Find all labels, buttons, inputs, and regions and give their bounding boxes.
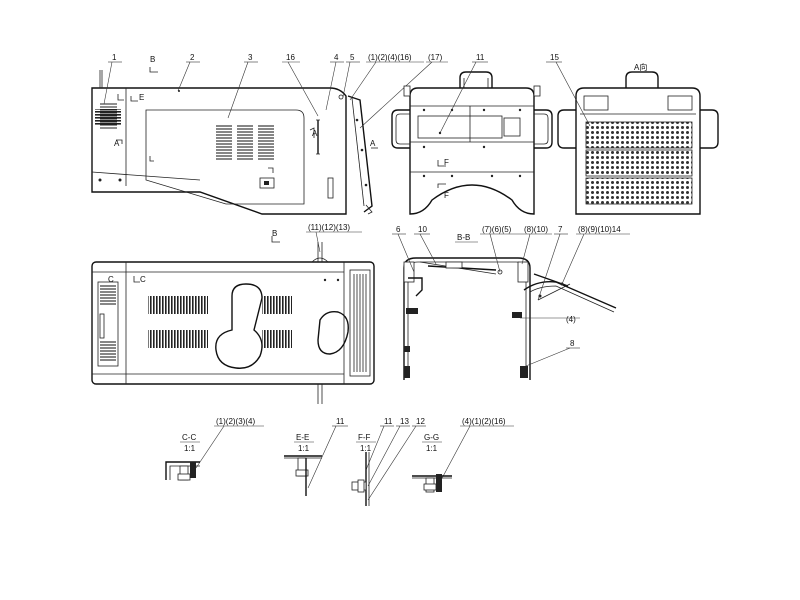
callout-13: 13: [400, 417, 409, 426]
callout-4-paren: (4): [566, 315, 576, 324]
callout-11-ee: 11: [336, 417, 345, 426]
section-gg-name: G-G: [424, 433, 439, 442]
marker-f-top: F: [444, 158, 449, 167]
section-cc-name: C-C: [182, 433, 196, 442]
marker-a-mid: A: [312, 129, 318, 138]
marker-b-plan: B: [272, 229, 277, 238]
detail-ff: F-F 1:1 11 13 12: [351, 417, 426, 506]
callout-1: 1: [112, 53, 117, 62]
callout-6: 6: [396, 225, 401, 234]
front-view: F F: [391, 71, 553, 215]
plan-view: [91, 236, 375, 404]
callout-4: 4: [334, 53, 339, 62]
rear-view-labels: 15 A向: [546, 53, 652, 127]
callout-8-9-10-14: (8)(9)(10)14: [578, 225, 621, 234]
marker-c-right: C: [140, 275, 146, 284]
section-ff-name: F-F: [358, 433, 371, 442]
side-view: [91, 67, 378, 215]
callout-7-6-5: (7)(6)(5): [482, 225, 512, 234]
callout-17: (17): [428, 53, 443, 62]
marker-a-arrow: A: [370, 139, 376, 148]
callout-4-1-2-16: (4)(1)(2)(16): [462, 417, 506, 426]
section-ff-scale: 1:1: [360, 444, 372, 453]
callout-7: 7: [558, 225, 563, 234]
section-ee-name: E-E: [296, 433, 309, 442]
callout-2: 2: [190, 53, 195, 62]
plan-view-labels: B C C (11)(12)(13): [108, 223, 362, 284]
rear-view-a: [557, 71, 719, 215]
marker-c-left: C: [108, 275, 114, 284]
callout-10: 10: [418, 225, 427, 234]
marker-b-top: B: [150, 55, 155, 64]
plan-grille: [353, 274, 367, 372]
vent-slots-panel: [216, 125, 274, 160]
callout-15: 15: [550, 53, 559, 62]
front-view-labels: 11: [439, 53, 488, 134]
section-ee-scale: 1:1: [298, 444, 310, 453]
callout-3: 3: [248, 53, 253, 62]
callout-1-2-3-4: (1)(2)(3)(4): [216, 417, 255, 426]
callout-5: 5: [350, 53, 355, 62]
detail-cc: C-C 1:1 (1)(2)(3)(4): [165, 417, 264, 481]
callout-8-10: (8)(10): [524, 225, 548, 234]
marker-a-left: A: [114, 139, 120, 148]
callout-11-top: 11: [476, 53, 485, 62]
section-gg-scale: 1:1: [426, 444, 438, 453]
callout-11-ff: 11: [384, 417, 393, 426]
plan-vent-left: [100, 285, 116, 361]
vent-slots-left: [100, 103, 117, 129]
section-bb-labels: B-B 6 10 (7)(6)(5) (8)(10) 7 (8)(9)(10)1…: [392, 225, 630, 367]
side-view-labels: 1 B 2 3 16 4 5 (1)(2)(4)(16) (17) E A A …: [103, 53, 448, 148]
a-view-label: A向: [634, 62, 647, 72]
callout-12: 12: [416, 417, 425, 426]
callout-16: 16: [286, 53, 295, 62]
marker-f-bottom: F: [444, 191, 449, 200]
section-cc-scale: 1:1: [184, 444, 196, 453]
callout-11-12-13: (11)(12)(13): [308, 223, 350, 232]
marker-e: E: [139, 93, 144, 102]
detail-ee: E-E 1:1 11: [284, 417, 348, 496]
callout-8: 8: [570, 339, 575, 348]
section-bb: [403, 257, 617, 380]
callout-1-2-4-16: (1)(2)(4)(16): [368, 53, 412, 62]
detail-gg: G-G 1:1 (4)(1)(2)(16): [412, 417, 514, 493]
section-bb-title: B-B: [457, 233, 470, 242]
